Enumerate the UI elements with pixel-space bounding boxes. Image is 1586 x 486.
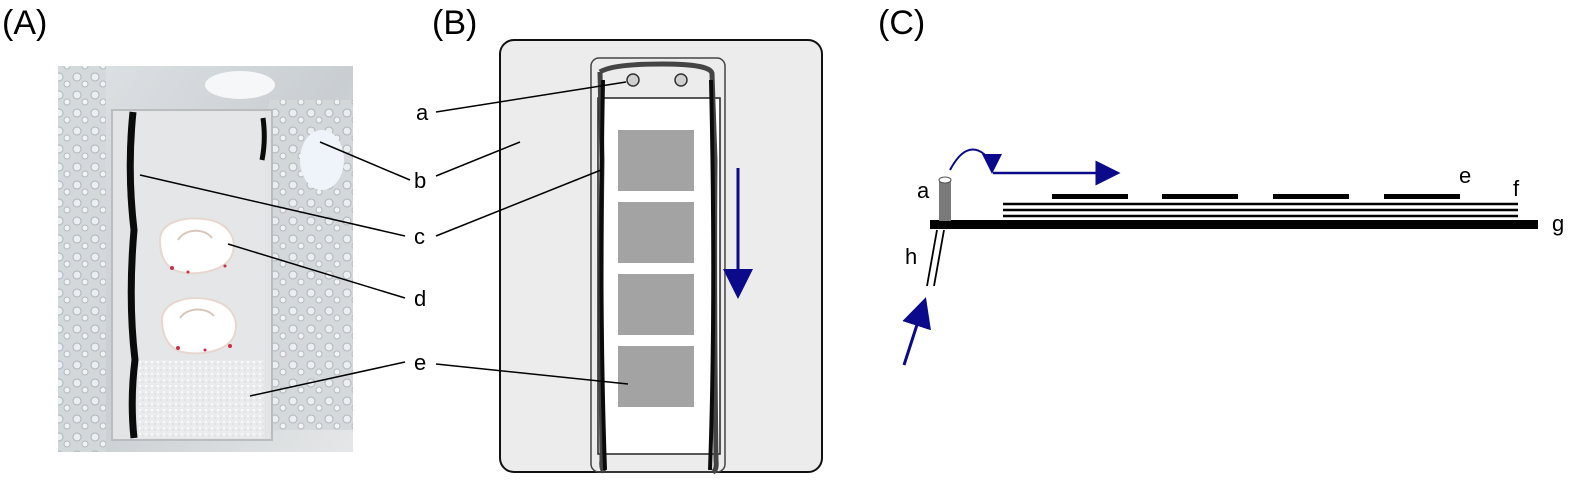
photo-left-bubble-zone — [58, 66, 106, 452]
panel-a-label: (A) — [2, 4, 47, 42]
callout-line-a-c — [139, 174, 406, 237]
panel-b-schematic — [499, 39, 823, 475]
transfer-arc-arrow — [949, 148, 1002, 174]
black-seal-lines — [599, 79, 716, 471]
panel-b-label: (B) — [432, 4, 477, 42]
callout-a-e: e — [414, 350, 426, 375]
callout-line-b-b — [435, 141, 521, 177]
pad-e-4 — [1384, 194, 1460, 199]
callout-a-c: c — [414, 224, 425, 249]
slide-holder-outline — [590, 57, 726, 473]
panel-a: (A) — [2, 4, 426, 452]
sample-pad-3 — [618, 274, 694, 335]
pad-e-1 — [1052, 194, 1128, 199]
photo-tissue-section-top — [158, 217, 235, 275]
photo-tissue-section-bottom — [160, 297, 237, 355]
pad-e-2 — [1162, 194, 1238, 199]
pad-e-3 — [1273, 194, 1349, 199]
callout-a-d: d — [414, 286, 426, 311]
callout-c-h: h — [905, 244, 917, 269]
callout-line-b-a — [435, 81, 627, 113]
panel-a-callouts: b c d e — [139, 141, 426, 397]
base-plate-g — [930, 220, 1538, 229]
photo-wick-pad-e — [138, 360, 264, 438]
callout-line-a-d — [227, 243, 406, 299]
callout-line-a-e — [249, 361, 406, 397]
flow-arrow-inlet — [902, 297, 931, 366]
panel-a-photo — [58, 66, 353, 452]
sample-pad-1 — [618, 130, 694, 191]
panel-b: (B) a — [416, 4, 823, 475]
panel-c-label: (C) — [878, 4, 925, 42]
callout-line-b-e — [435, 363, 629, 385]
panel-c-schematic — [902, 148, 1538, 366]
photo-top-highlight — [205, 71, 275, 99]
photo-black-seal-right — [259, 117, 267, 161]
callout-line-b-c — [435, 169, 602, 237]
callout-b-a: a — [416, 100, 429, 125]
panel-b-callouts: a — [416, 81, 629, 385]
sample-pad-4 — [618, 346, 694, 407]
callout-c-a: a — [917, 178, 930, 203]
inlet-port-a — [938, 176, 952, 221]
photo-right-reflection — [300, 130, 344, 190]
panel-c-callouts: a e f g h — [905, 163, 1564, 269]
panel-c: (C) a e f g h — [878, 4, 1564, 366]
callout-c-f: f — [1513, 176, 1520, 201]
photo-black-seal-left — [126, 111, 139, 439]
inlet-port-left — [626, 73, 640, 87]
callout-line-a-b — [319, 141, 411, 181]
callout-a-b: b — [414, 168, 426, 193]
inlet-tube-h — [926, 229, 945, 287]
inlet-port-right — [674, 73, 688, 87]
sample-pad-2 — [618, 202, 694, 263]
callout-c-e: e — [1459, 163, 1471, 188]
callout-c-g: g — [1552, 211, 1564, 236]
